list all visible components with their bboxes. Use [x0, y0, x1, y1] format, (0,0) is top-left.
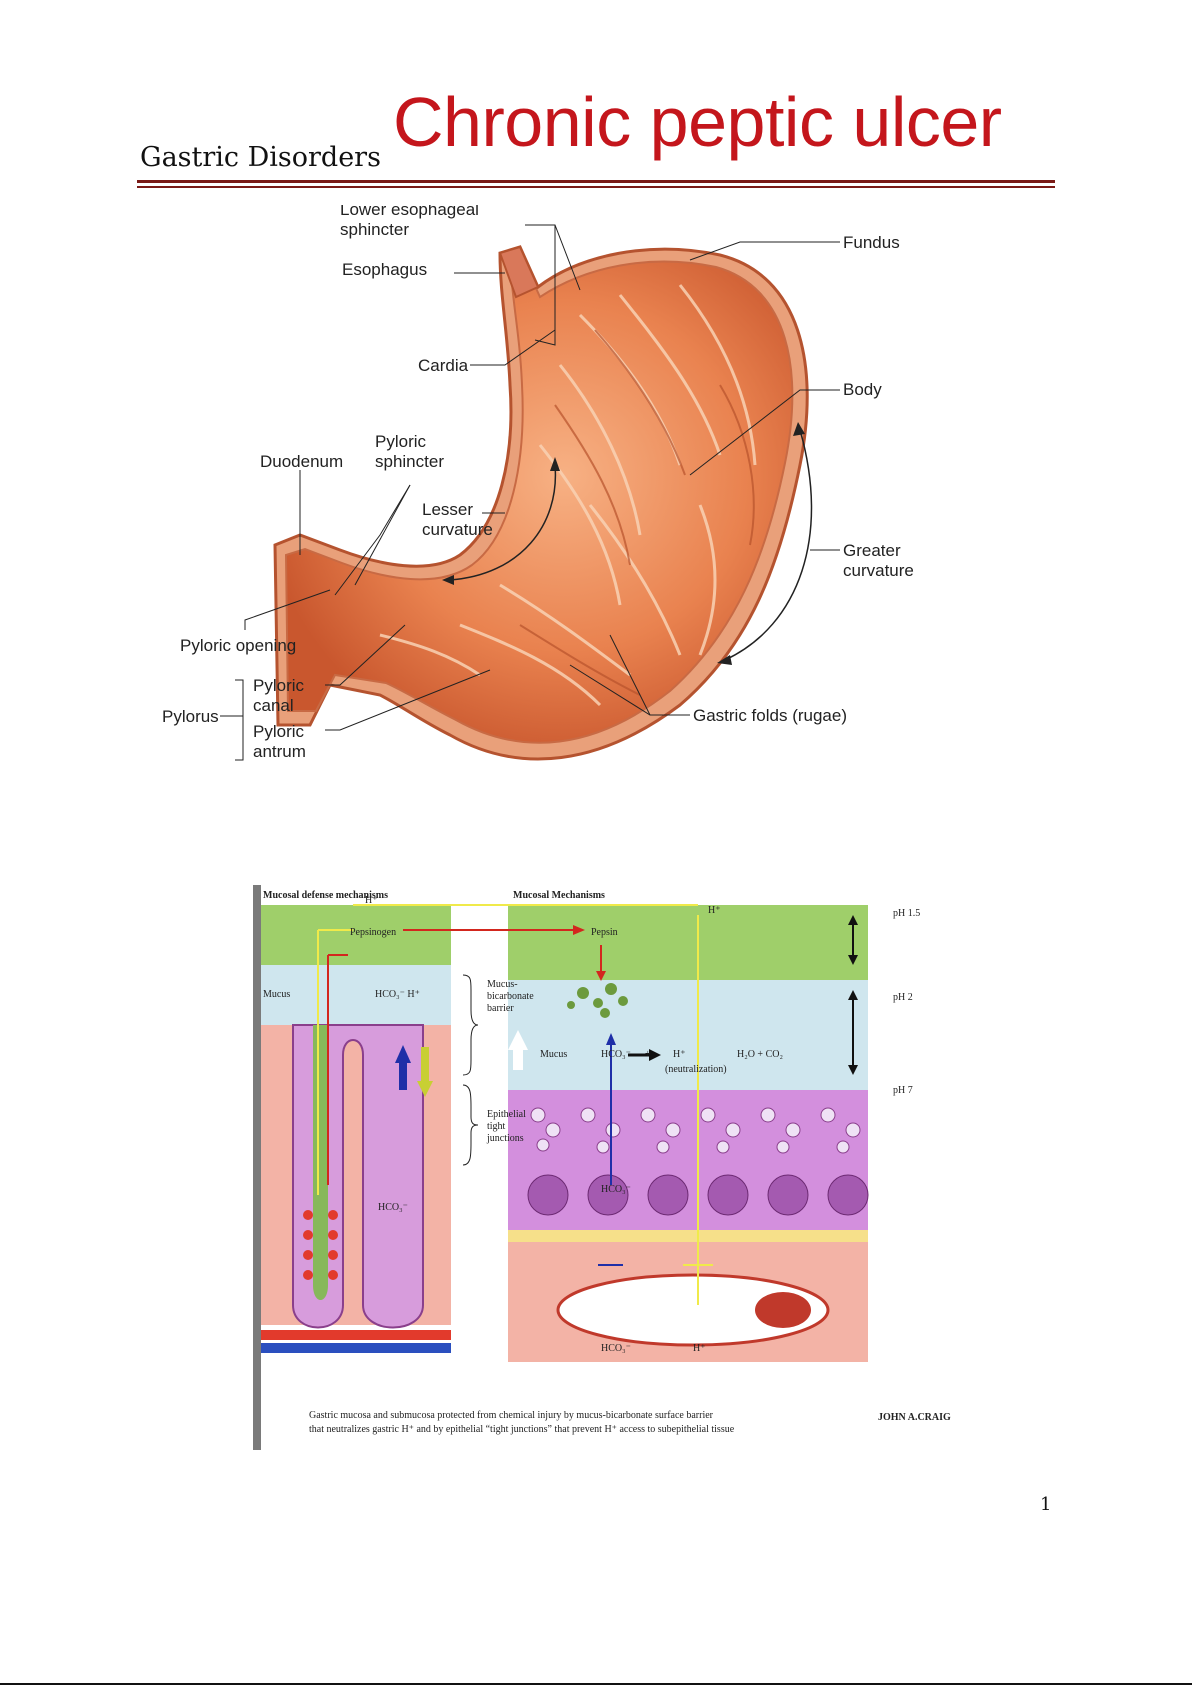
label-cardia: Cardia: [418, 356, 469, 375]
right-panel: [508, 905, 869, 1362]
label-les-1: Lower esophageal: [340, 205, 479, 219]
label-lesser-curvature-2: curvature: [422, 520, 493, 539]
label-les-2: sphincter: [340, 220, 409, 239]
page-bottom-border: [0, 1683, 1192, 1685]
neutralization-label: (neutralization): [665, 1064, 727, 1075]
pepsin-label: Pepsin: [591, 927, 618, 938]
pepsinogen-label: Pepsinogen: [350, 927, 396, 938]
left-hco3-h-label: HCO₃⁻ H⁺: [375, 989, 420, 1000]
label-body: Body: [843, 380, 882, 399]
left-h-plus: H⁺: [365, 895, 378, 906]
tight-junction-label-1: Epithelial: [487, 1109, 526, 1120]
page-number: 1: [1040, 1494, 1052, 1515]
label-duodenum: Duodenum: [260, 452, 343, 471]
label-lesser-curvature-1: Lesser: [422, 500, 473, 519]
leader-lines: [220, 224, 840, 761]
caption-line-1: Gastric mucosa and submucosa protected f…: [309, 1410, 714, 1421]
right-mucus-label: Mucus: [540, 1049, 567, 1060]
label-pylorus: Pylorus: [162, 707, 219, 726]
left-panel-title: Mucosal defense mechanisms: [263, 890, 388, 901]
label-fundus: Fundus: [843, 233, 900, 252]
barrier-label-2: bicarbonate: [487, 991, 534, 1002]
ph-1-5-label: pH 1.5: [893, 908, 920, 919]
label-pyloric-sphincter-1: Pyloric: [375, 432, 427, 451]
tight-junction-label-2: tight: [487, 1121, 506, 1132]
label-greater-curvature-1: Greater: [843, 541, 901, 560]
lesser-curvature-arrow: [449, 464, 557, 581]
vessel-hco3-label: HCO₃⁻: [601, 1343, 631, 1354]
label-pyloric-antrum-1: Pyloric: [253, 722, 305, 741]
scan-shadow: [253, 885, 261, 1450]
left-hco3-label: HCO₃⁻: [378, 1202, 408, 1213]
label-pyloric-antrum-2: antrum: [253, 742, 306, 761]
mucosal-defense-figure: Mucosal defense mechanisms Mucosal Mecha…: [253, 885, 958, 1450]
left-mucus-label: Mucus: [263, 989, 290, 1000]
cell-hco3-label: HCO₃⁻: [601, 1184, 631, 1195]
header-rule-bottom: [137, 186, 1055, 188]
label-esophagus: Esophagus: [342, 260, 427, 279]
ph-2-label: pH 2: [893, 992, 913, 1003]
label-pyloric-canal-1: Pyloric: [253, 676, 305, 695]
header-rule-top: [137, 180, 1055, 183]
section-heading: Gastric Disorders: [140, 142, 381, 173]
barrier-label-1: Mucus-: [487, 979, 518, 990]
signature: JOHN A.CRAIG: [878, 1412, 951, 1423]
label-greater-curvature-2: curvature: [843, 561, 914, 580]
products-label: H₂O + CO₂: [737, 1049, 783, 1060]
ph-7-label: pH 7: [893, 1085, 913, 1096]
label-gastric-folds: Gastric folds (rugae): [693, 706, 847, 725]
label-pyloric-canal-2: canal: [253, 696, 294, 715]
plus-sign: +: [645, 1049, 651, 1060]
page-title: Chronic peptic ulcer: [393, 83, 1002, 161]
vessel-h-label: H⁺: [693, 1343, 706, 1354]
esophagus-tube: [498, 245, 540, 299]
caption-line-2: that neutralizes gastric H⁺ and by epith…: [309, 1424, 735, 1435]
right-hco3-label: HCO₃⁻: [601, 1049, 631, 1060]
label-pyloric-sphincter-2: sphincter: [375, 452, 444, 471]
right-h-plus: H⁺: [708, 905, 721, 916]
barrier-label-3: barrier: [487, 1003, 514, 1014]
label-pyloric-opening: Pyloric opening: [180, 636, 296, 655]
tight-junction-label-3: junctions: [486, 1133, 524, 1144]
right-h-label: H⁺: [673, 1049, 686, 1060]
right-panel-title: Mucosal Mechanisms: [513, 890, 605, 901]
left-panel: [261, 905, 451, 1353]
stomach-anatomy-figure: Lower esophageal sphincter Esophagus Fun…: [162, 205, 914, 761]
greater-curvature-arrow: [724, 429, 813, 661]
